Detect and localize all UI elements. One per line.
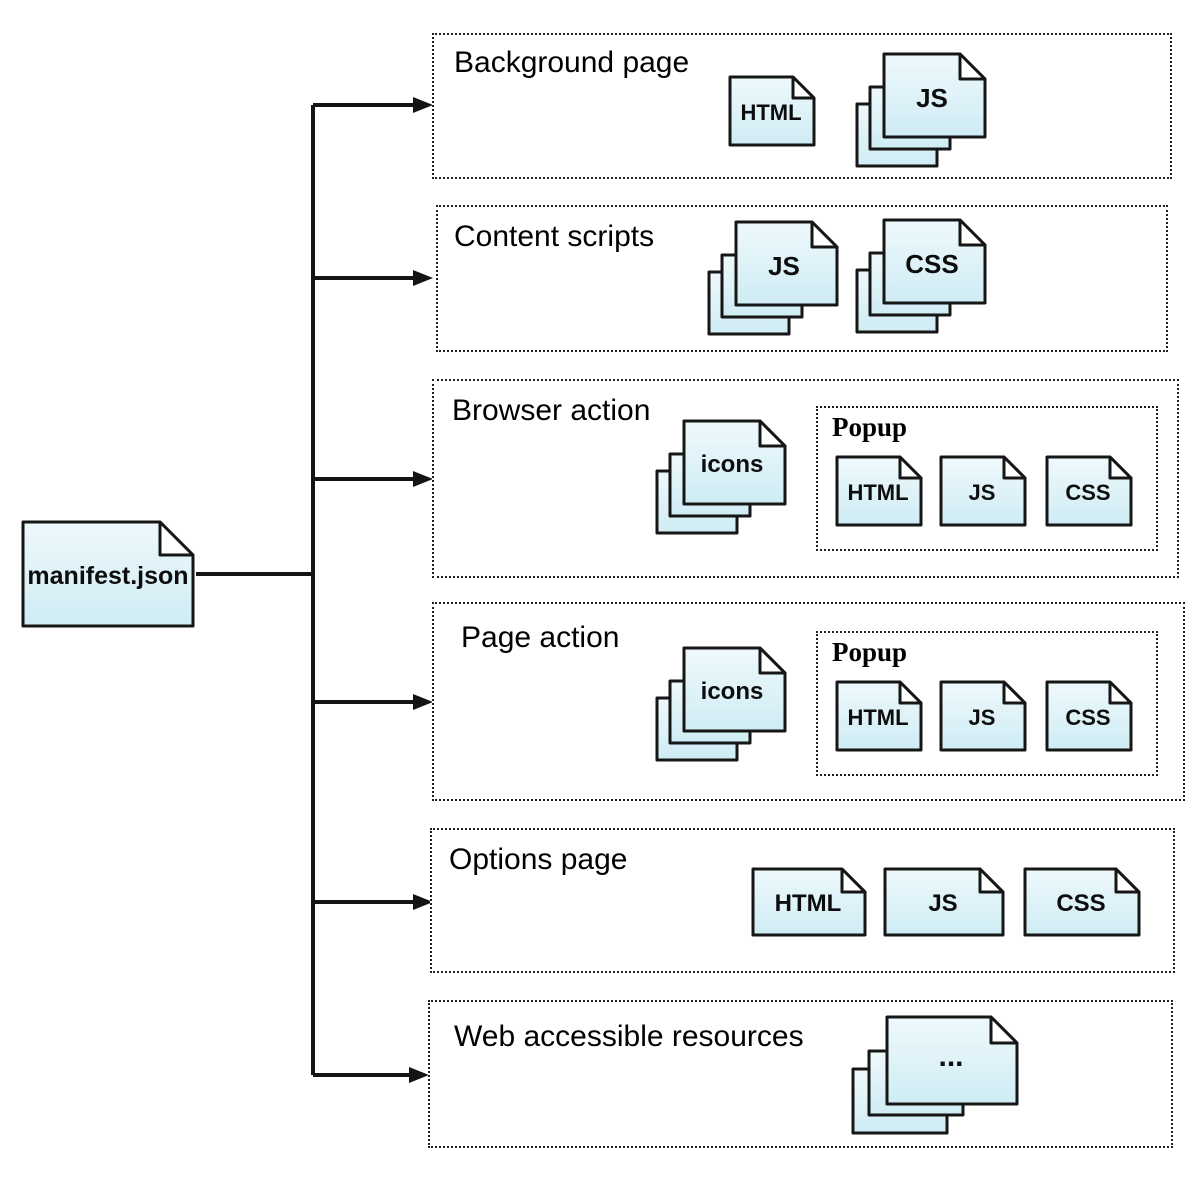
popup-box: Popup HTML JS CSS bbox=[816, 406, 1158, 551]
section-label: Web accessible resources bbox=[454, 1020, 804, 1053]
js-file-icon: JS bbox=[883, 867, 1005, 937]
file-label: HTML bbox=[847, 480, 908, 505]
css-files-stack-icon: CSS bbox=[855, 218, 987, 334]
file-label: HTML bbox=[740, 100, 801, 125]
html-file-icon: HTML bbox=[728, 75, 816, 147]
js-files-stack-icon: JS bbox=[707, 220, 839, 336]
css-file-icon: CSS bbox=[1023, 867, 1141, 937]
file-label: CSS bbox=[905, 249, 958, 279]
section-background-page: Background page HTML JS bbox=[432, 33, 1172, 179]
arrow-icon bbox=[413, 270, 433, 286]
file-label: CSS bbox=[1065, 480, 1110, 505]
css-file-icon: CSS bbox=[1045, 455, 1133, 527]
arrow-icon bbox=[409, 1067, 429, 1083]
section-label: Background page bbox=[454, 46, 690, 79]
ellipsis-files-stack-icon: ... bbox=[851, 1015, 1019, 1135]
file-label: HTML bbox=[775, 890, 842, 917]
file-label: ... bbox=[938, 1040, 963, 1073]
css-file-icon: CSS bbox=[1045, 680, 1133, 752]
arrow-icon bbox=[413, 471, 433, 487]
icons-files-stack-icon: icons bbox=[655, 419, 787, 535]
section-content-scripts: Content scripts JS CSS bbox=[436, 205, 1168, 352]
section-web-accessible-resources: Web accessible resources ... bbox=[428, 1000, 1173, 1148]
html-file-icon: HTML bbox=[751, 867, 867, 937]
icons-files-stack-icon: icons bbox=[655, 646, 787, 762]
file-label: icons bbox=[701, 678, 764, 705]
section-options-page: Options page HTML JS CSS bbox=[430, 828, 1175, 973]
arrow-icon bbox=[413, 694, 433, 710]
file-label: JS bbox=[928, 890, 957, 917]
file-label: icons bbox=[701, 451, 764, 478]
file-label: CSS bbox=[1056, 890, 1105, 917]
file-label: HTML bbox=[847, 705, 908, 730]
section-browser-action: Browser action icons Popup HTML JS bbox=[432, 379, 1179, 578]
section-label: Browser action bbox=[452, 394, 651, 427]
section-label: Page action bbox=[461, 621, 620, 654]
js-file-icon: JS bbox=[939, 680, 1027, 752]
file-label: CSS bbox=[1065, 705, 1110, 730]
section-label: Content scripts bbox=[454, 220, 655, 253]
arrow-icon bbox=[413, 97, 433, 113]
popup-label: Popup bbox=[832, 637, 908, 667]
file-label: JS bbox=[768, 251, 800, 281]
js-file-icon: JS bbox=[939, 455, 1027, 527]
manifest-file-label: manifest.json bbox=[27, 562, 188, 590]
html-file-icon: HTML bbox=[835, 455, 923, 527]
section-page-action: Page action icons Popup HTML JS bbox=[432, 602, 1185, 801]
section-label: Options page bbox=[449, 843, 628, 876]
js-files-stack-icon: JS bbox=[855, 52, 987, 168]
arrow-icon bbox=[413, 894, 433, 910]
file-label: JS bbox=[969, 705, 996, 730]
manifest-file-icon: manifest.json bbox=[21, 520, 195, 628]
file-label: JS bbox=[916, 83, 948, 113]
file-label: JS bbox=[969, 480, 996, 505]
html-file-icon: HTML bbox=[835, 680, 923, 752]
popup-box: Popup HTML JS CSS bbox=[816, 631, 1158, 776]
popup-label: Popup bbox=[832, 412, 908, 442]
